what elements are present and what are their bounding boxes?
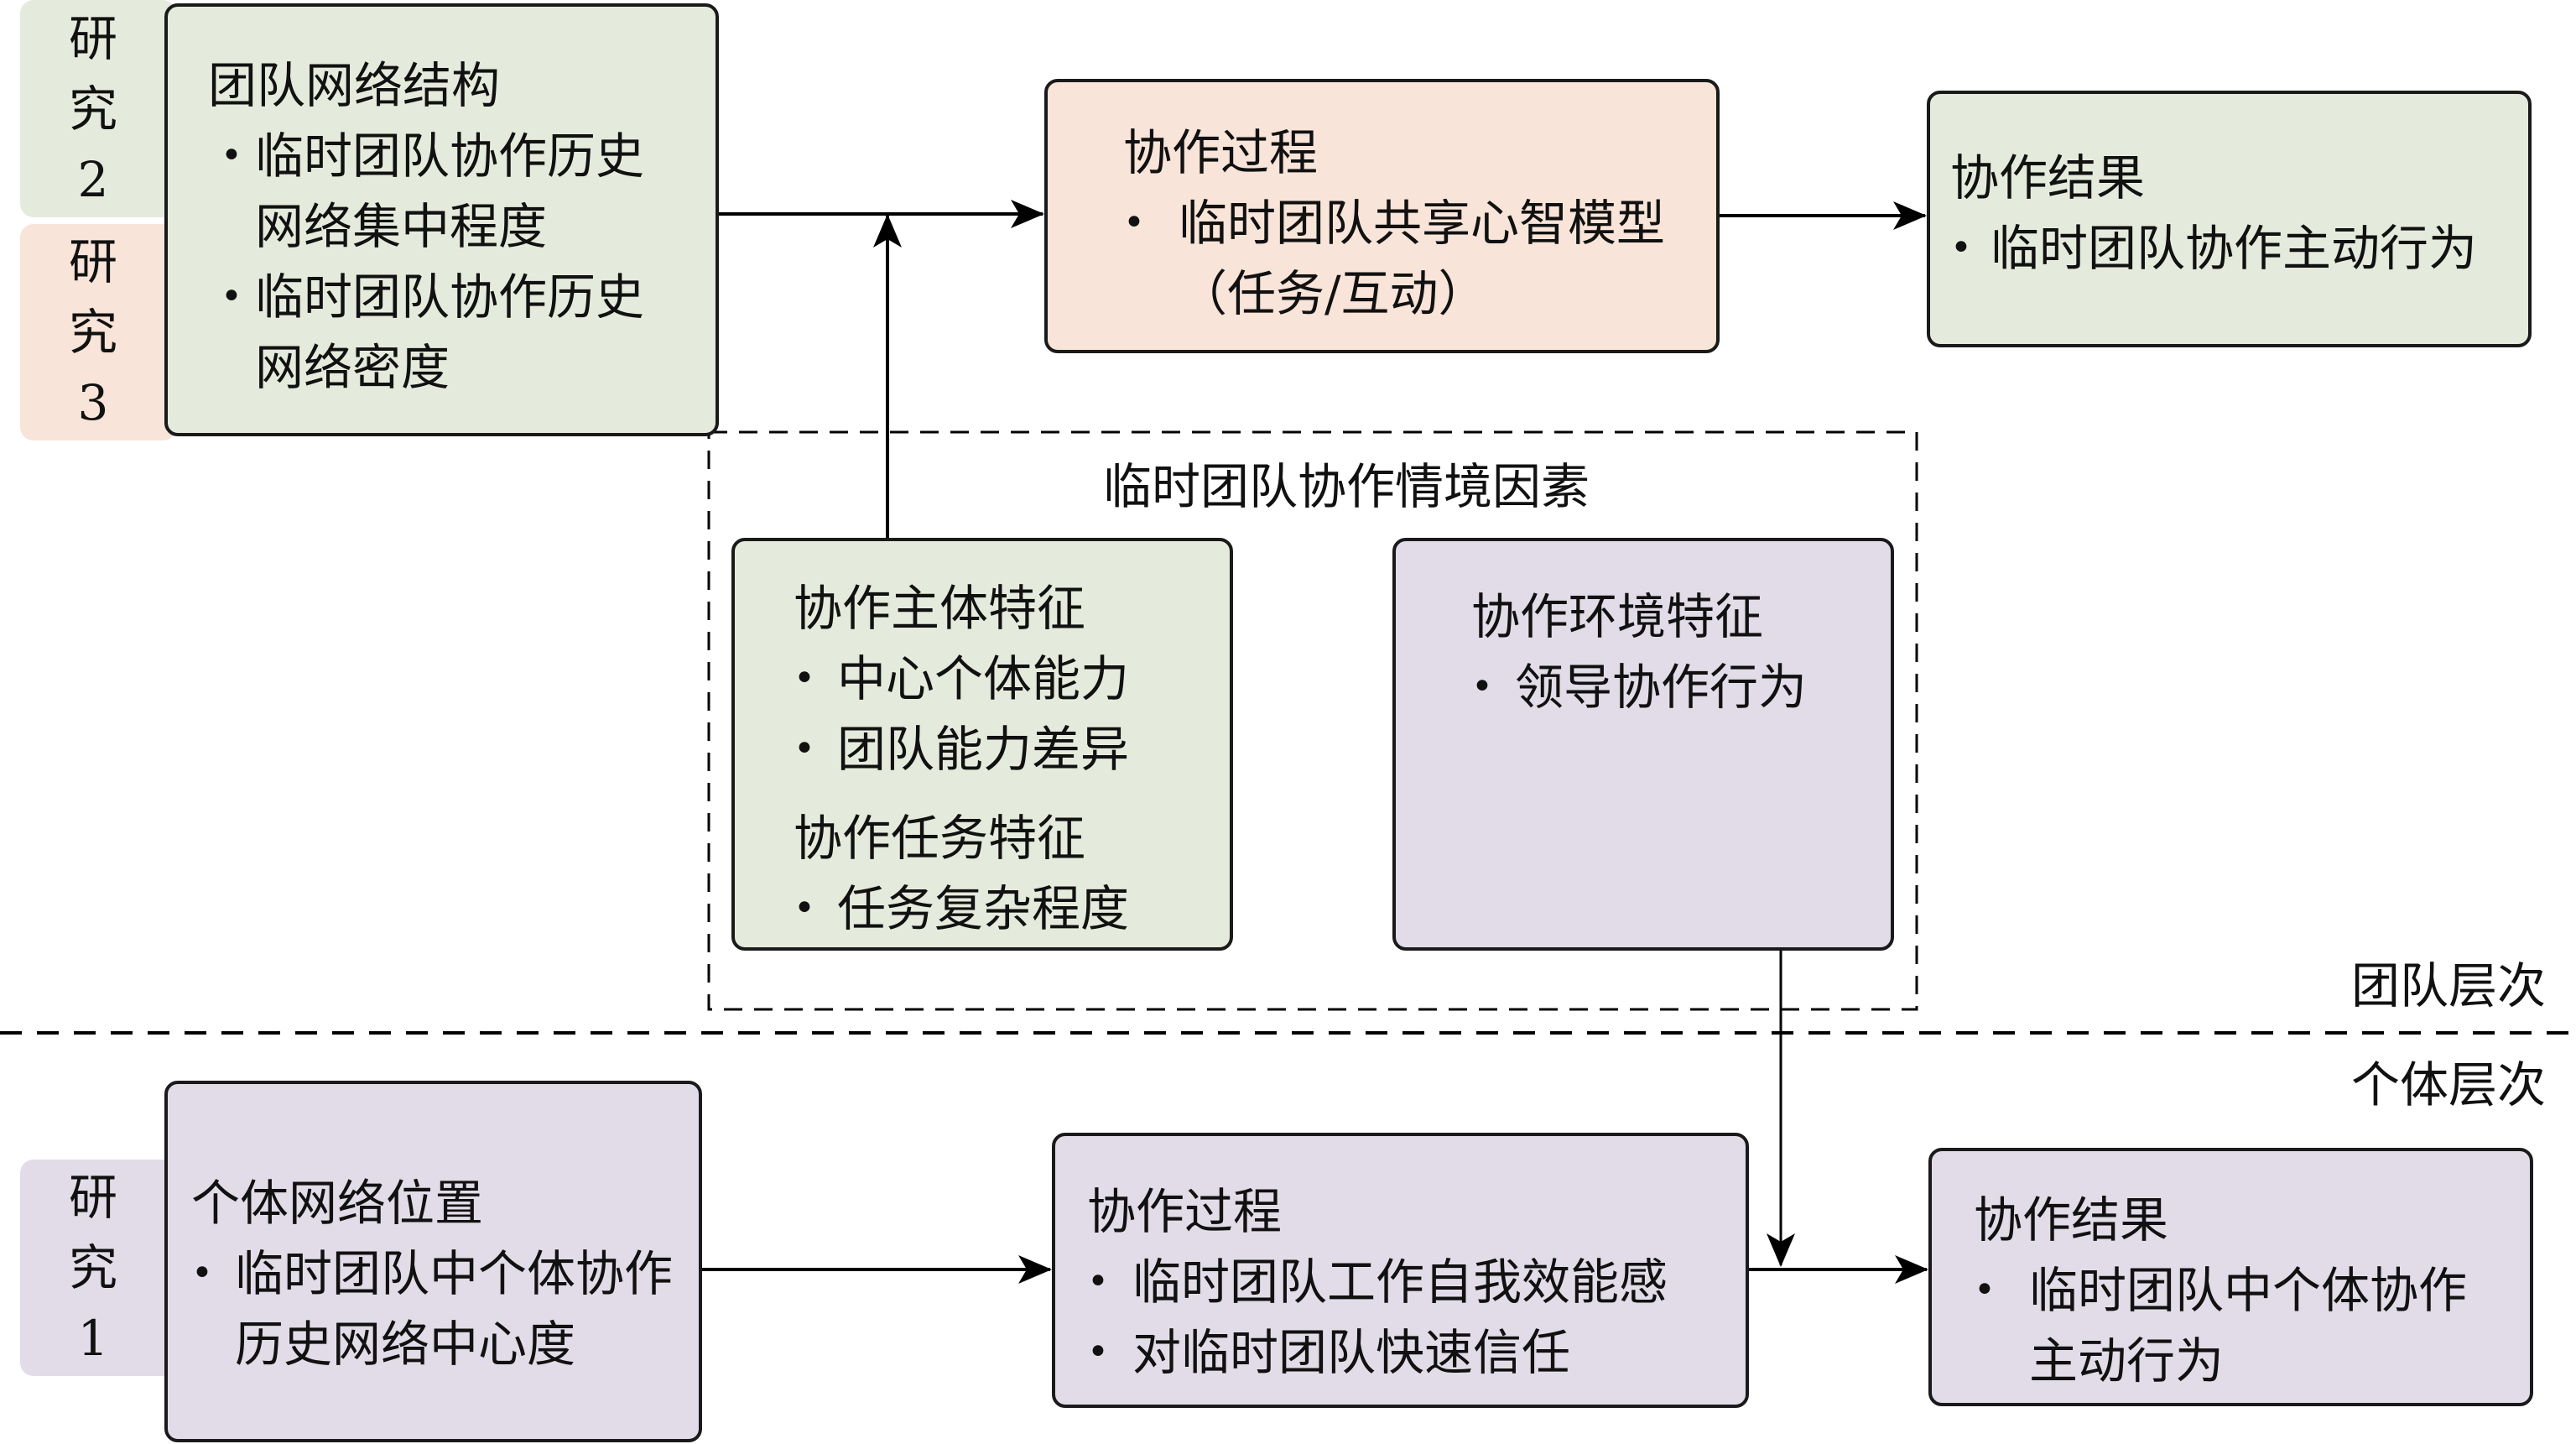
- study-tab-char: 研: [68, 9, 117, 67]
- bullet-icon: •: [221, 134, 242, 177]
- box-title: 协作结果: [1950, 149, 2146, 206]
- bullet-icon: •: [1123, 201, 1145, 244]
- list-item: •团队能力差异: [794, 714, 1221, 785]
- context-title: 临时团队协作情境因素: [1102, 458, 1590, 515]
- environment-characteristics-box: 协作环境特征 •领导协作行为: [1392, 538, 1894, 951]
- box-title: 协作主体特征: [794, 580, 1086, 637]
- individual-level-label: 个体层次: [2350, 1056, 2546, 1113]
- study-tab-char: 究: [68, 1239, 117, 1296]
- bullet-icon: •: [794, 657, 815, 700]
- study-tab-char: 研: [68, 233, 117, 290]
- box-subtitle: 协作任务特征: [794, 810, 1086, 867]
- box-title: 协作环境特征: [1471, 588, 1764, 645]
- list-item: •任务复杂程度: [794, 873, 1221, 944]
- team-level-label: 团队层次: [2350, 957, 2546, 1014]
- individual-outcome-box: 协作结果 •临时团队中个体协作主动行为: [1928, 1148, 2533, 1406]
- study-tab-2: 研 究 2: [20, 0, 176, 217]
- team-outcome-box: 协作结果 •临时团队协作主动行为: [1927, 91, 2532, 347]
- list-item: •领导协作行为: [1471, 652, 1882, 722]
- subject-task-characteristics-box: 协作主体特征 •中心个体能力 •团队能力差异 协作任务特征 •任务复杂程度: [731, 538, 1233, 951]
- list-item: •临时团队协作历史网络集中程度: [208, 121, 690, 262]
- individual-network-position-box: 个体网络位置 •临时团队中个体协作历史网络中心度: [164, 1081, 702, 1442]
- box-title: 协作过程: [1123, 124, 1319, 181]
- bullet-icon: •: [1471, 665, 1493, 708]
- study-tab-char: 究: [68, 80, 117, 138]
- bullet-icon: •: [191, 1252, 213, 1295]
- list-item: •临时团队共享心智模型（任务/互动）: [1123, 188, 1666, 329]
- study-tab-1: 研 究 1: [20, 1160, 176, 1376]
- list-item: •临时团队中个体协作主动行为: [1974, 1255, 2505, 1396]
- study-tab-3: 研 究 3: [20, 224, 176, 440]
- bullet-icon: •: [794, 727, 815, 770]
- list-item: •临时团队协作历史网络密度: [208, 262, 690, 403]
- list-item: •临时团队协作主动行为: [1950, 213, 2520, 284]
- list-item: •中心个体能力: [794, 644, 1221, 714]
- bullet-icon: •: [221, 275, 242, 318]
- list-item: •临时团队中个体协作历史网络中心度: [191, 1238, 674, 1379]
- study-tab-number: 2: [77, 150, 109, 208]
- box-title: 个体网络位置: [191, 1175, 484, 1232]
- box-title: 协作过程: [1087, 1183, 1283, 1240]
- bullet-icon: •: [1087, 1260, 1109, 1303]
- bullet-icon: •: [1087, 1331, 1109, 1374]
- team-network-structure-box: 团队网络结构 •临时团队协作历史网络集中程度 •临时团队协作历史网络密度: [164, 3, 719, 436]
- context-dashed-frame: [707, 430, 1918, 1011]
- bullet-icon: •: [794, 887, 815, 930]
- list-item: •对临时团队快速信任: [1087, 1317, 1737, 1388]
- bullet-icon: •: [1950, 227, 1972, 269]
- list-item: •临时团队工作自我效能感: [1087, 1247, 1737, 1317]
- team-process-box: 协作过程 •临时团队共享心智模型（任务/互动）: [1044, 79, 1720, 353]
- study-tab-number: 3: [77, 374, 109, 431]
- individual-process-box: 协作过程 •临时团队工作自我效能感 •对临时团队快速信任: [1052, 1133, 1749, 1408]
- box-title: 团队网络结构: [208, 57, 501, 114]
- study-tab-char: 研: [68, 1169, 117, 1226]
- bullet-icon: •: [1974, 1269, 1996, 1311]
- box-title: 协作结果: [1974, 1191, 2169, 1249]
- study-tab-number: 1: [77, 1310, 109, 1367]
- study-tab-char: 究: [68, 304, 117, 361]
